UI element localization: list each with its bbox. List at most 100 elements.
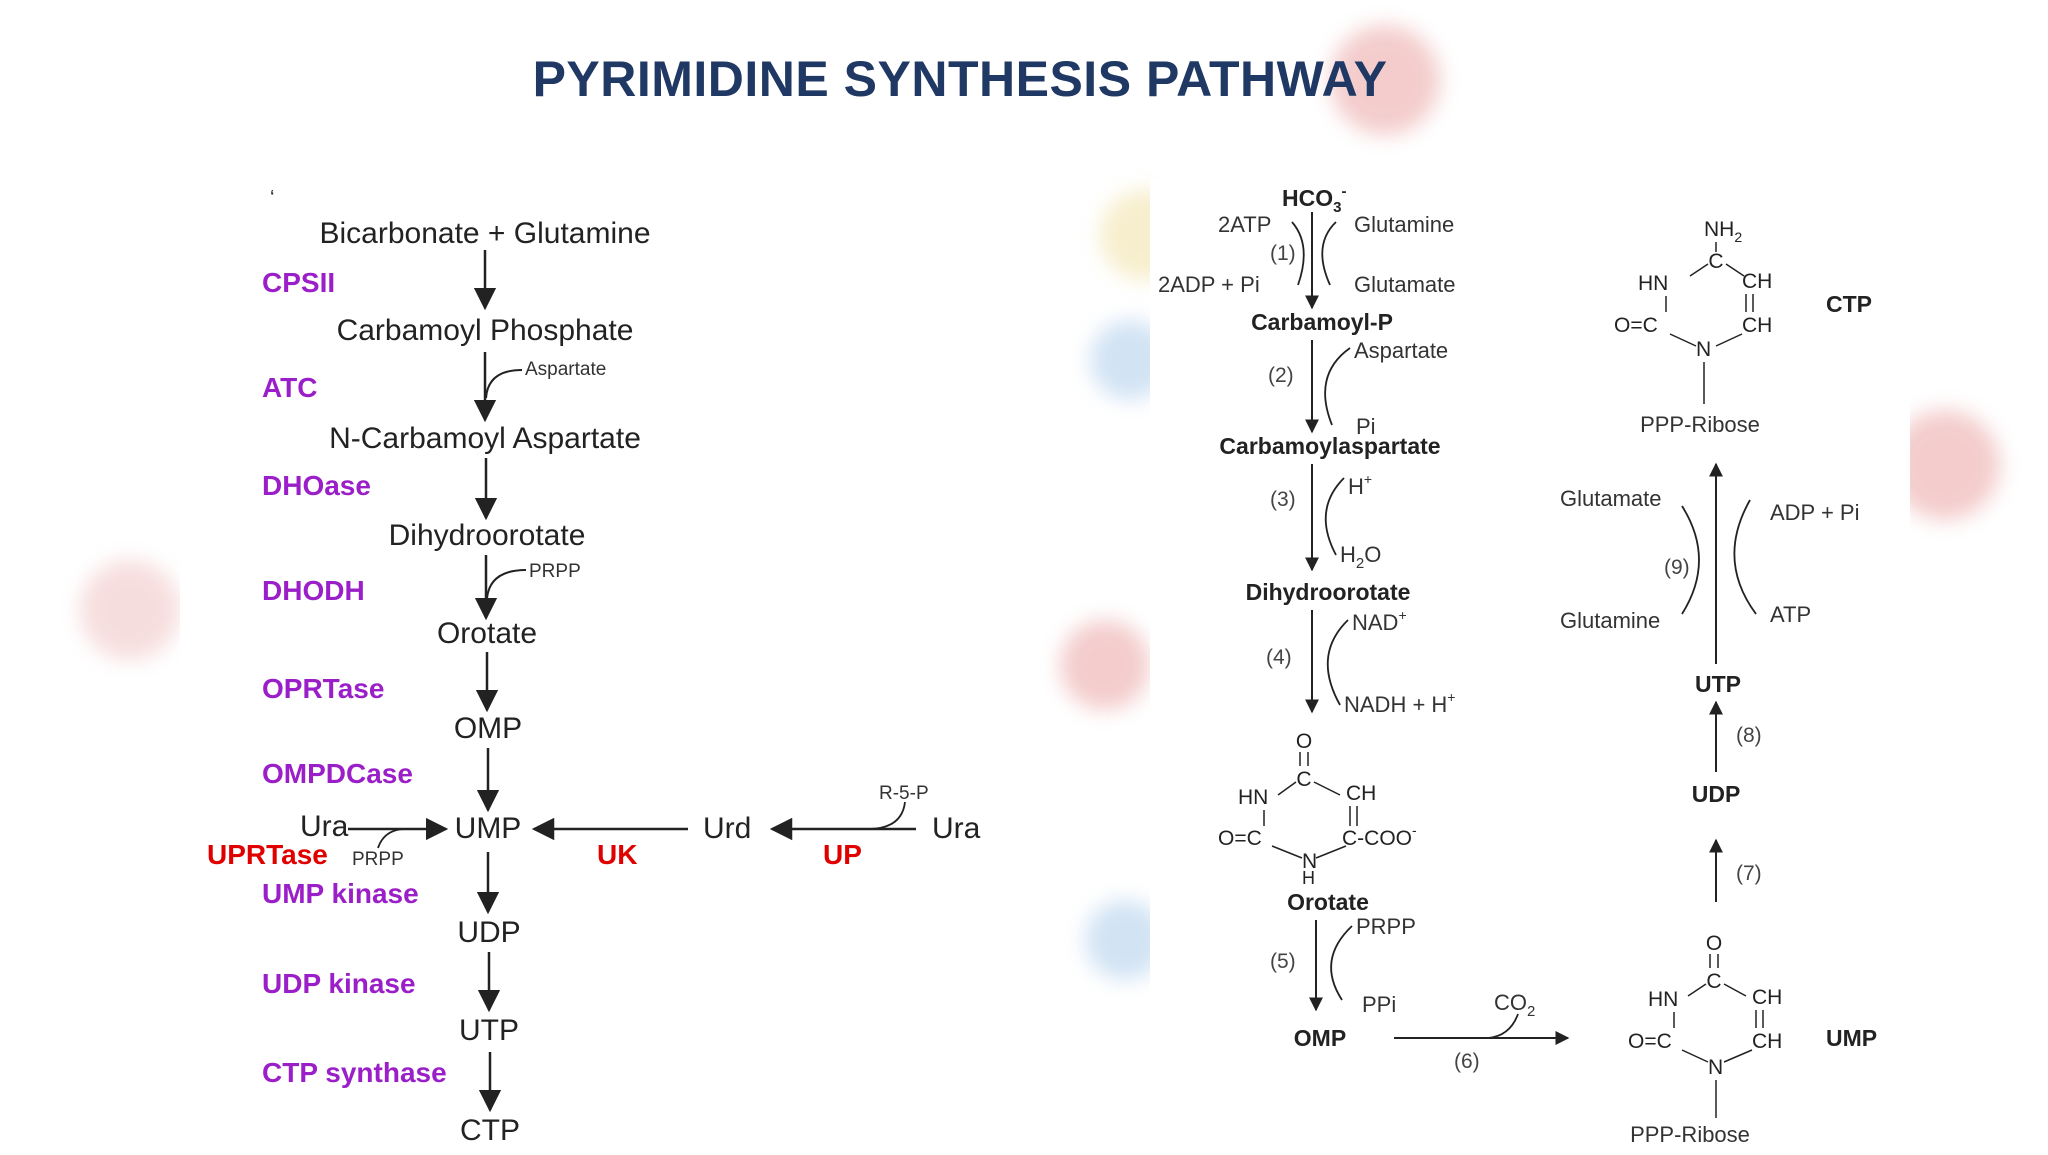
node-ump: UMP [1826, 1025, 1877, 1051]
enzyme-udp-kinase: UDP kinase [262, 968, 416, 999]
node-dihydroorotate: Dihydroorotate [389, 519, 586, 552]
right-pathway-diagram: HCO3- 2ATP (1) 2ADP + Pi Glutamine Gluta… [1158, 183, 1877, 1147]
glutamine-curve-step-1 [1321, 221, 1337, 286]
svg-text:O: O [1706, 932, 1722, 955]
step-1-number: (1) [1270, 242, 1296, 265]
label-prpp: PRPP [1356, 914, 1416, 939]
step-8-number: (8) [1736, 724, 1762, 747]
cofactor-prpp-main: PRPP [529, 561, 581, 582]
atp-curve-step-9 [1733, 499, 1757, 615]
svg-text:N: N [1708, 1056, 1723, 1079]
node-udp: UDP [1692, 781, 1741, 807]
node-dihydroorotate: Dihydroorotate [1246, 579, 1411, 605]
node-orotate: Orotate [437, 617, 537, 650]
node-carbamoyl-p: Carbamoyl-P [1251, 309, 1393, 335]
label-glutamine-step-1: Glutamine [1354, 212, 1454, 237]
label-2atp: 2ATP [1218, 212, 1271, 237]
label-ppp-ribose-ctp: PPP-Ribose [1640, 412, 1760, 437]
enzyme-dhoase: DHOase [262, 470, 371, 501]
node-carbamoyl-phosphate: Carbamoyl Phosphate [337, 314, 634, 347]
node-ura-left: Ura [300, 810, 349, 843]
label-pi: Pi [1356, 414, 1376, 439]
svg-text:HN: HN [1238, 786, 1268, 809]
slide-title: PYRIMIDINE SYNTHESIS PATHWAY [532, 51, 1388, 107]
svg-text:C: C [1706, 970, 1721, 993]
label-ppp-ribose-ump: PPP-Ribose [1630, 1122, 1750, 1147]
label-glutamine-step-9: Glutamine [1560, 608, 1660, 633]
enzyme-up: UP [823, 839, 862, 870]
svg-text:CH: CH [1742, 314, 1772, 337]
svg-text:O=C: O=C [1628, 1030, 1672, 1053]
step-6-number: (6) [1454, 1050, 1480, 1073]
node-ctp: CTP [460, 1114, 520, 1147]
node-carbamoylaspartate: Carbamoylaspartate [1219, 433, 1440, 459]
prpp-entry-curve [486, 569, 527, 599]
prpp-curve-step-5 [1330, 925, 1353, 1001]
svg-text:CH: CH [1742, 270, 1772, 293]
label-nad: NAD+ [1352, 607, 1407, 635]
decor-mark: ‘ [270, 190, 274, 209]
left-pathway-diagram: ‘ Bicarbonate + Glutamine Carbamoyl Phos… [207, 187, 981, 1147]
node-utp: UTP [1695, 671, 1741, 697]
svg-text:C: C [1708, 250, 1723, 273]
node-udp: UDP [457, 916, 520, 949]
step-3-number: (3) [1270, 488, 1296, 511]
label-glutamate-step-1: Glutamate [1354, 272, 1456, 297]
enzyme-oprtase: OPRTase [262, 673, 384, 704]
ctp-structure: NH2 C HN CH O=C CH N [1614, 218, 1772, 404]
svg-text:C: C [1296, 768, 1311, 791]
node-n-carbamoyl-aspartate: N-Carbamoyl Aspartate [329, 422, 641, 455]
label-h2o: H2O [1340, 542, 1381, 572]
orotate-structure: O C HN CH O=C C-COO- N H [1218, 730, 1417, 888]
svg-text:O: O [1296, 730, 1312, 753]
aspartate-entry-curve [485, 369, 523, 399]
label-ppi: PPi [1362, 992, 1396, 1017]
svg-text:HN: HN [1648, 988, 1678, 1011]
node-hco3: HCO3- [1282, 183, 1346, 216]
node-ump: UMP [455, 812, 522, 845]
svg-text:H: H [1302, 868, 1315, 888]
node-orotate: Orotate [1287, 889, 1369, 915]
nad-curve-step-4 [1326, 619, 1349, 706]
node-urd: Urd [703, 812, 751, 845]
enzyme-uprtase: UPRTase [207, 839, 328, 870]
cofactor-r5p: R-5-P [879, 783, 929, 804]
ump-structure: O C HN CH O=C CH N [1628, 932, 1782, 1118]
aspartate-curve-step-2 [1324, 347, 1351, 426]
enzyme-atc: ATC [262, 372, 317, 403]
label-glutamate-step-9: Glutamate [1560, 486, 1662, 511]
step-4-number: (4) [1266, 646, 1292, 669]
label-adp-pi-step-9: ADP + Pi [1770, 500, 1859, 525]
co2-curve-step-6 [1487, 1013, 1519, 1039]
node-ctp: CTP [1826, 291, 1872, 317]
enzyme-ctp-synthase: CTP synthase [262, 1057, 447, 1088]
enzyme-uk: UK [597, 839, 637, 870]
node-omp: OMP [454, 712, 522, 745]
r5p-entry-curve [869, 801, 906, 830]
label-2adp-pi: 2ADP + Pi [1158, 272, 1260, 297]
decor-blob [80, 560, 180, 660]
svg-text:CH: CH [1346, 782, 1376, 805]
decor-blob [1330, 25, 1440, 135]
enzyme-cpsii: CPSII [262, 267, 335, 298]
prpp-salvage-curve [377, 828, 405, 849]
label-h-plus: H+ [1348, 471, 1372, 499]
cofactor-aspartate: Aspartate [525, 359, 606, 380]
h-curve-step-3 [1324, 477, 1345, 556]
step-9-number: (9) [1664, 556, 1690, 579]
left-pathway-panel: ‘ Bicarbonate + Glutamine Carbamoyl Phos… [180, 187, 990, 1150]
svg-text:HN: HN [1638, 272, 1668, 295]
svg-text:N: N [1696, 338, 1711, 361]
step-2-number: (2) [1268, 364, 1294, 387]
cofactor-prpp-salvage: PRPP [352, 849, 404, 870]
enzyme-ump-kinase: UMP kinase [262, 878, 419, 909]
svg-text:O=C: O=C [1218, 827, 1262, 850]
label-nadh: NADH + H+ [1344, 689, 1455, 717]
node-ura-right: Ura [932, 812, 981, 845]
decor-blob [1060, 620, 1150, 710]
step-7-number: (7) [1736, 862, 1762, 885]
node-omp: OMP [1294, 1025, 1346, 1051]
node-utp: UTP [459, 1014, 519, 1047]
svg-text:N: N [1302, 850, 1317, 873]
enzyme-dhodh: DHODH [262, 575, 365, 606]
